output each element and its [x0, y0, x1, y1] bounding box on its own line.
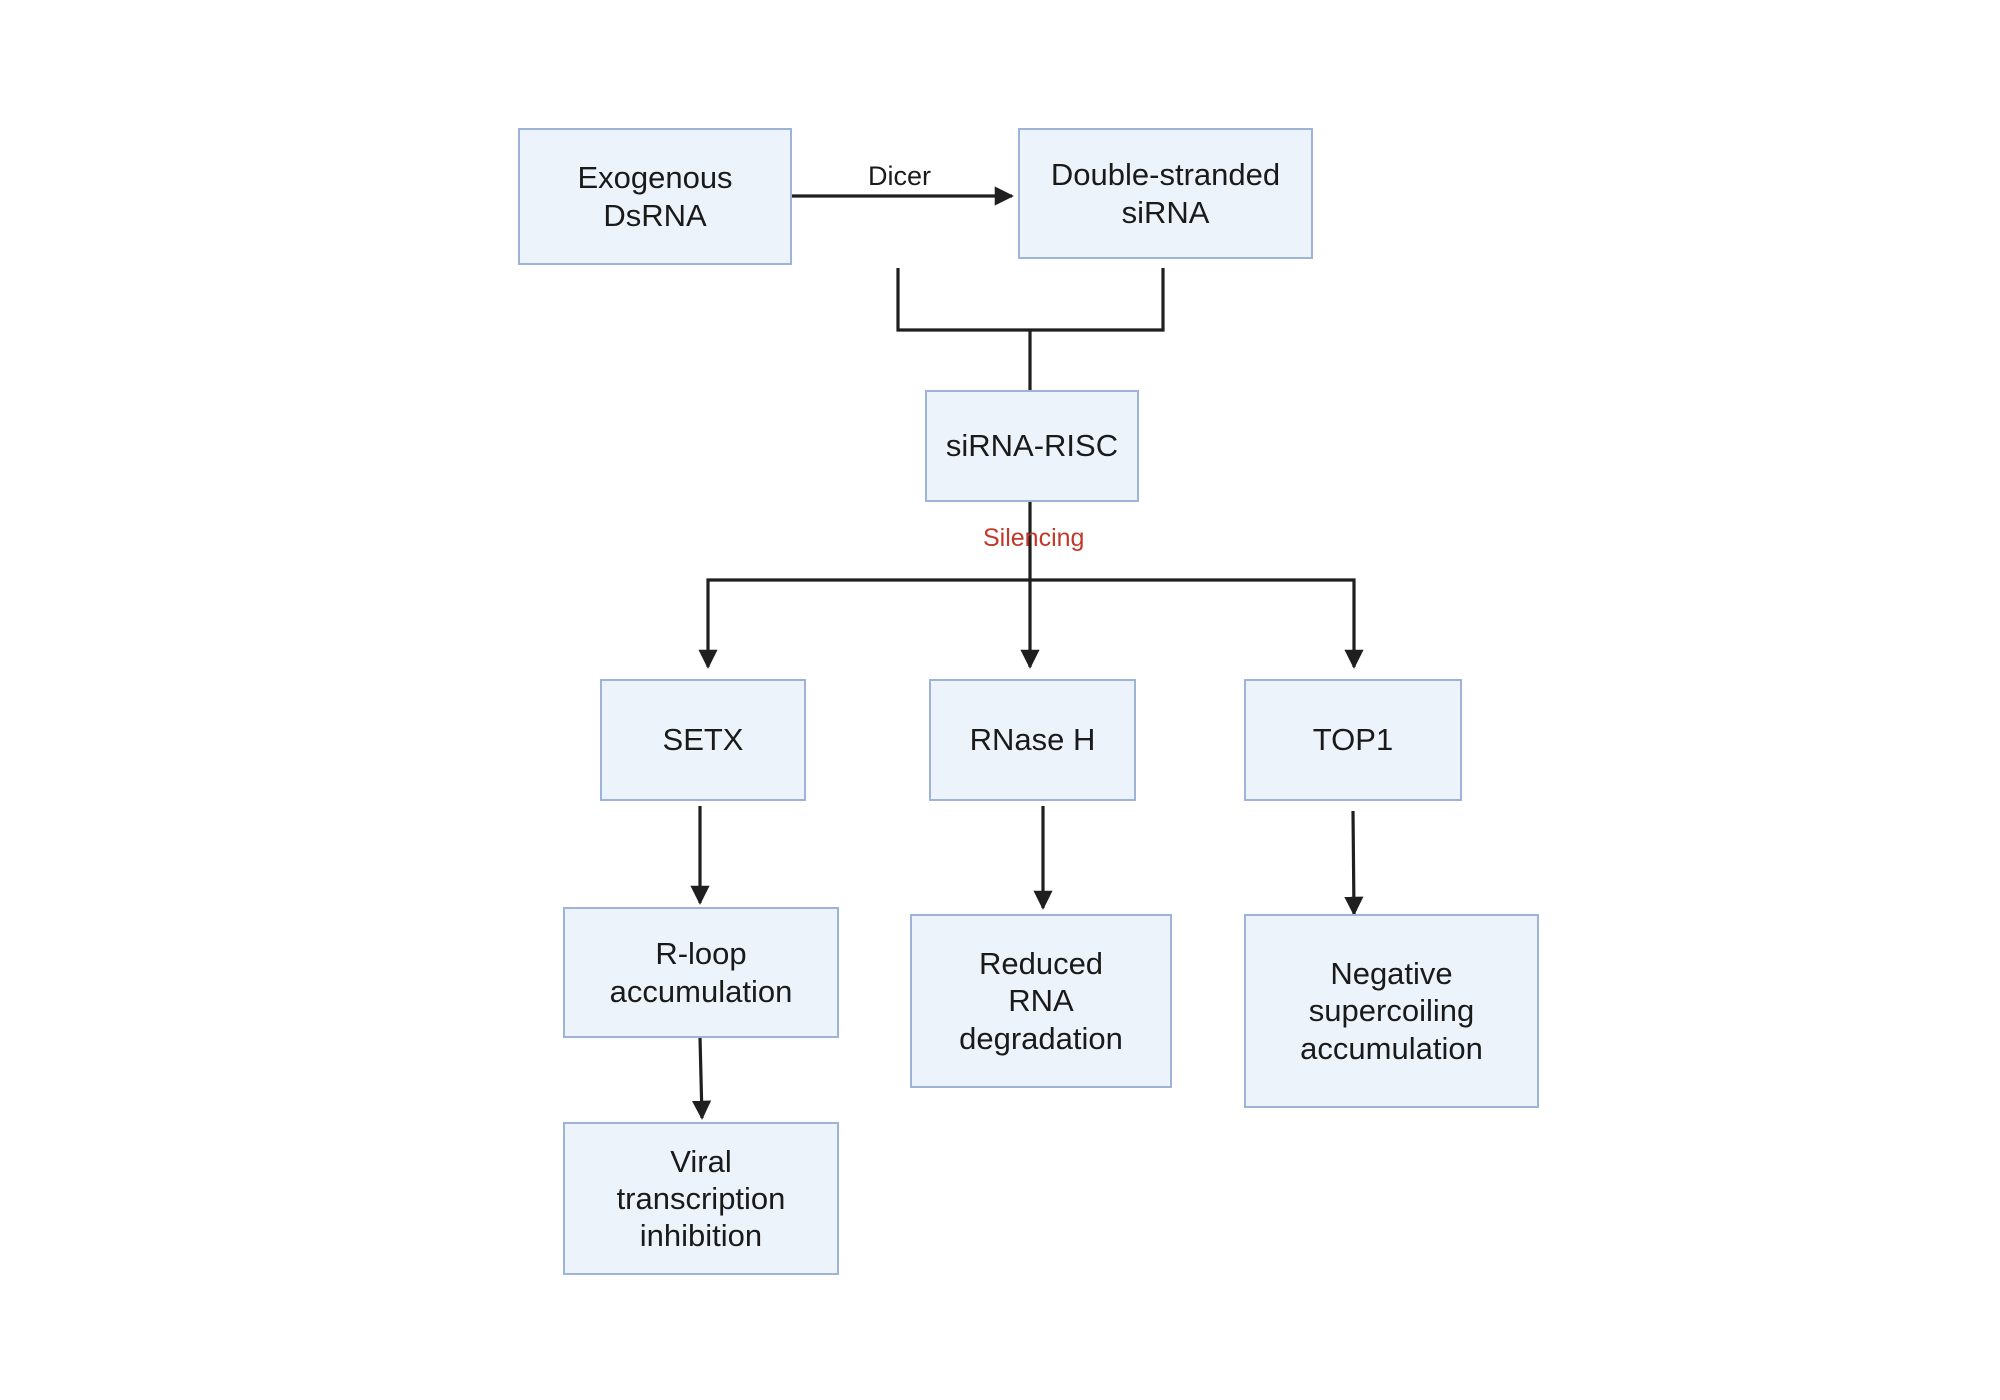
arrow-top1-to-negative: [1344, 810, 1364, 916]
node-rnase-h: RNase H: [929, 679, 1136, 801]
edge-label-dicer: Dicer: [868, 161, 932, 191]
node-exogenous-dsrna: Exogenous DsRNA: [518, 128, 792, 265]
node-reduced-rna-degradation: Reduced RNA degradation: [910, 914, 1172, 1088]
arrow-rloop-to-viral: [691, 1036, 712, 1120]
node-negative-supercoiling: Negative supercoiling accumulation: [1244, 914, 1539, 1108]
node-rloop-accumulation: R-loop accumulation: [563, 907, 839, 1038]
node-setx: SETX: [600, 679, 806, 801]
node-sirna-risc: siRNA-RISC: [925, 390, 1139, 502]
node-top1: TOP1: [1244, 679, 1462, 801]
edge-label-silencing: Silencing: [983, 524, 1085, 552]
bracket-sirna-to-risc: [896, 268, 1165, 332]
node-viral-transcription-inhibition: Viral transcription inhibition: [563, 1122, 839, 1275]
node-double-stranded-sirna: Double-stranded siRNA: [1018, 128, 1313, 259]
